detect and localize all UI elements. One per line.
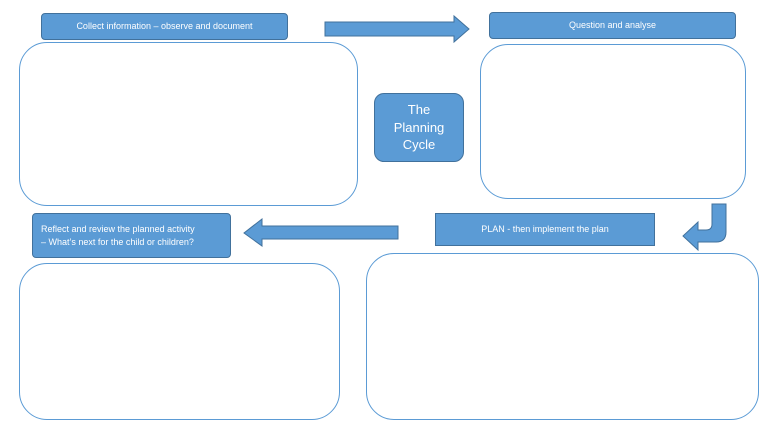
arrow-left-icon [243, 217, 399, 247]
plan-text: PLAN - then implement the plan [481, 224, 609, 235]
reflect-review-panel[interactable] [19, 263, 340, 420]
reflect-review-label: Reflect and review the planned activity … [32, 213, 231, 258]
center-line-2: Planning [393, 119, 445, 135]
arrow-curve-down-left-icon [682, 203, 727, 252]
question-analyse-panel[interactable] [480, 44, 746, 199]
collect-information-text: Collect information – observe and docume… [76, 21, 253, 32]
arrow-right-icon [324, 14, 470, 44]
question-analyse-text: Question and analyse [568, 20, 657, 31]
center-line-3: Cycle [402, 137, 436, 153]
plan-label: PLAN - then implement the plan [435, 213, 655, 246]
collect-information-panel[interactable] [19, 42, 358, 206]
planning-cycle-title: The Planning Cycle [374, 93, 464, 162]
center-line-1: The [407, 102, 431, 118]
collect-information-label: Collect information – observe and docume… [41, 13, 288, 40]
plan-panel[interactable] [366, 253, 759, 420]
question-analyse-label: Question and analyse [489, 12, 736, 39]
reflect-review-line-1: Reflect and review the planned activity [41, 224, 195, 235]
reflect-review-line-2: – What’s next for the child or children? [41, 236, 194, 247]
